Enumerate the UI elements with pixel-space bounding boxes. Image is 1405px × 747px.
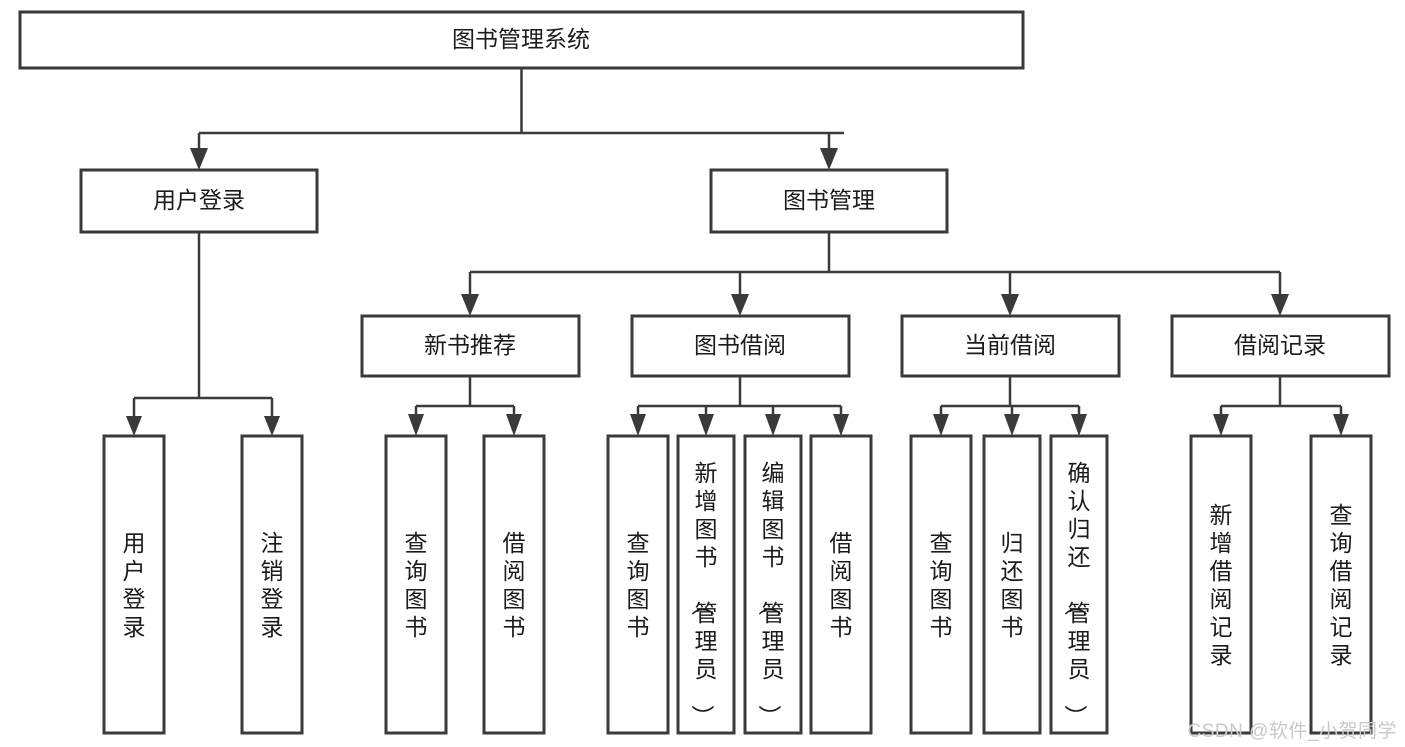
node-leaf-query-book-borrow-box[interactable] xyxy=(606,434,670,735)
node-leaf-confirm-return-admin-label: 确认归还（管理员） xyxy=(1063,460,1091,728)
node-leaf-confirm-return-admin[interactable]: 确认归还（管理员） xyxy=(1049,434,1109,735)
node-leaf-return-book[interactable]: 归还图书 xyxy=(982,434,1042,735)
node-leaf-add-borrow-record-box[interactable] xyxy=(1189,434,1253,735)
node-borrow-records[interactable]: 借阅记录 xyxy=(1170,314,1391,378)
arrow-head-borrow-records xyxy=(1271,294,1289,316)
node-root-box[interactable] xyxy=(18,10,1025,70)
csdn-watermark: CSDN @软件_小贺同学 xyxy=(1187,721,1397,742)
node-leaf-query-borrow-record-label: 查询借阅记录 xyxy=(1330,502,1353,668)
node-new-book-recommend[interactable]: 新书推荐 xyxy=(360,314,581,378)
node-book-management[interactable]: 图书管理 xyxy=(709,168,949,234)
node-new-book-recommend-label: 新书推荐 xyxy=(424,332,516,358)
node-user-login[interactable]: 用户登录 xyxy=(79,168,319,234)
node-user-login-box[interactable] xyxy=(79,168,319,234)
node-leaf-logout-login[interactable]: 注销登录 xyxy=(240,434,304,735)
node-book-management-box[interactable] xyxy=(709,168,949,234)
connector-group-current-borrow xyxy=(933,376,1087,436)
connector-group-book-borrow xyxy=(630,376,849,436)
node-current-borrow[interactable]: 当前借阅 xyxy=(900,314,1121,378)
node-leaf-edit-book-admin-box[interactable] xyxy=(743,434,803,735)
node-root-label: 图书管理系统 xyxy=(452,26,590,52)
arrow-head-leaf-return-book xyxy=(1004,414,1020,436)
node-root[interactable]: 图书管理系统 xyxy=(18,10,1025,70)
arrow-head-leaf-query-borrow-record xyxy=(1333,414,1349,436)
node-leaf-add-borrow-record[interactable]: 新增借阅记录 xyxy=(1189,434,1253,735)
arrow-head-leaf-edit-book-admin xyxy=(765,414,781,436)
arrow-head-leaf-add-borrow-record xyxy=(1213,414,1229,436)
node-leaf-query-book-current-label: 查询图书 xyxy=(930,530,953,640)
connector-group-book-management xyxy=(461,232,1289,316)
node-leaf-borrow-book-recommend-box[interactable] xyxy=(482,434,546,735)
node-leaf-add-book-admin[interactable]: 新增图书（管理员） xyxy=(676,434,736,735)
node-book-borrow-box[interactable] xyxy=(630,314,851,378)
arrow-head-leaf-query-book-recommend xyxy=(408,414,424,436)
node-leaf-query-book-borrow-label: 查询图书 xyxy=(627,530,650,640)
arrow-head-user-login xyxy=(190,148,208,170)
node-borrow-records-box[interactable] xyxy=(1170,314,1391,378)
arrow-head-leaf-user-login xyxy=(126,416,142,436)
arrow-head-leaf-borrow-book-recommend xyxy=(506,414,522,436)
node-leaf-query-borrow-record-box[interactable] xyxy=(1309,434,1373,735)
arrow-head-leaf-add-book-admin xyxy=(698,414,714,436)
arrow-head-book-management xyxy=(820,148,838,170)
arrow-head-book-borrow xyxy=(731,294,749,316)
node-leaf-borrow-book[interactable]: 借阅图书 xyxy=(809,434,873,735)
node-leaf-logout-login-box[interactable] xyxy=(240,434,304,735)
node-leaf-return-book-box[interactable] xyxy=(982,434,1042,735)
node-current-borrow-box[interactable] xyxy=(900,314,1121,378)
arrow-head-leaf-query-book-current xyxy=(933,414,949,436)
node-leaf-borrow-book-box[interactable] xyxy=(809,434,873,735)
arrow-head-leaf-query-book-borrow xyxy=(630,414,646,436)
connector-group-borrow-records xyxy=(1213,376,1349,436)
node-leaf-query-book-recommend-box[interactable] xyxy=(384,434,448,735)
node-leaf-add-book-admin-label: 新增图书（管理员） xyxy=(690,460,718,728)
connector-group-user-login xyxy=(126,232,280,436)
node-book-management-label: 图书管理 xyxy=(783,187,875,213)
node-leaf-edit-book-admin-label: 编辑图书（管理员） xyxy=(757,460,785,728)
node-leaf-borrow-book-recommend-label: 借阅图书 xyxy=(503,530,526,640)
node-book-borrow-label: 图书借阅 xyxy=(694,332,786,358)
node-borrow-records-label: 借阅记录 xyxy=(1234,332,1326,358)
node-user-login-label: 用户登录 xyxy=(153,187,245,213)
node-leaf-query-borrow-record[interactable]: 查询借阅记录 xyxy=(1309,434,1373,735)
node-leaf-return-book-label: 归还图书 xyxy=(1001,530,1024,640)
node-leaf-borrow-book-recommend[interactable]: 借阅图书 xyxy=(482,434,546,735)
node-leaf-query-book-current-box[interactable] xyxy=(909,434,973,735)
node-leaf-query-book-recommend-label: 查询图书 xyxy=(405,530,428,640)
node-current-borrow-label: 当前借阅 xyxy=(964,332,1056,358)
arrow-head-current-borrow xyxy=(1001,294,1019,316)
node-leaf-user-login[interactable]: 用户登录 xyxy=(102,434,166,735)
connector-group-root xyxy=(190,68,844,170)
node-leaf-query-book-current[interactable]: 查询图书 xyxy=(909,434,973,735)
node-leaf-borrow-book-label: 借阅图书 xyxy=(830,530,853,640)
arrow-head-leaf-confirm-return-admin xyxy=(1071,414,1087,436)
node-leaf-add-book-admin-box[interactable] xyxy=(676,434,736,735)
node-leaf-user-login-label: 用户登录 xyxy=(123,530,146,640)
arrow-head-leaf-logout-login xyxy=(264,416,280,436)
connector-group-new-book-recommend xyxy=(408,376,522,436)
node-leaf-add-borrow-record-label: 新增借阅记录 xyxy=(1210,502,1233,668)
node-book-borrow[interactable]: 图书借阅 xyxy=(630,314,851,378)
arrow-head-leaf-borrow-book xyxy=(833,414,849,436)
node-leaf-confirm-return-admin-box[interactable] xyxy=(1049,434,1109,735)
node-new-book-recommend-box[interactable] xyxy=(360,314,581,378)
arrow-head-new-book-recommend xyxy=(461,294,479,316)
node-leaf-edit-book-admin[interactable]: 编辑图书（管理员） xyxy=(743,434,803,735)
node-leaf-query-book-borrow[interactable]: 查询图书 xyxy=(606,434,670,735)
node-leaf-user-login-box[interactable] xyxy=(102,434,166,735)
node-leaf-logout-login-label: 注销登录 xyxy=(261,530,284,640)
node-leaf-query-book-recommend[interactable]: 查询图书 xyxy=(384,434,448,735)
